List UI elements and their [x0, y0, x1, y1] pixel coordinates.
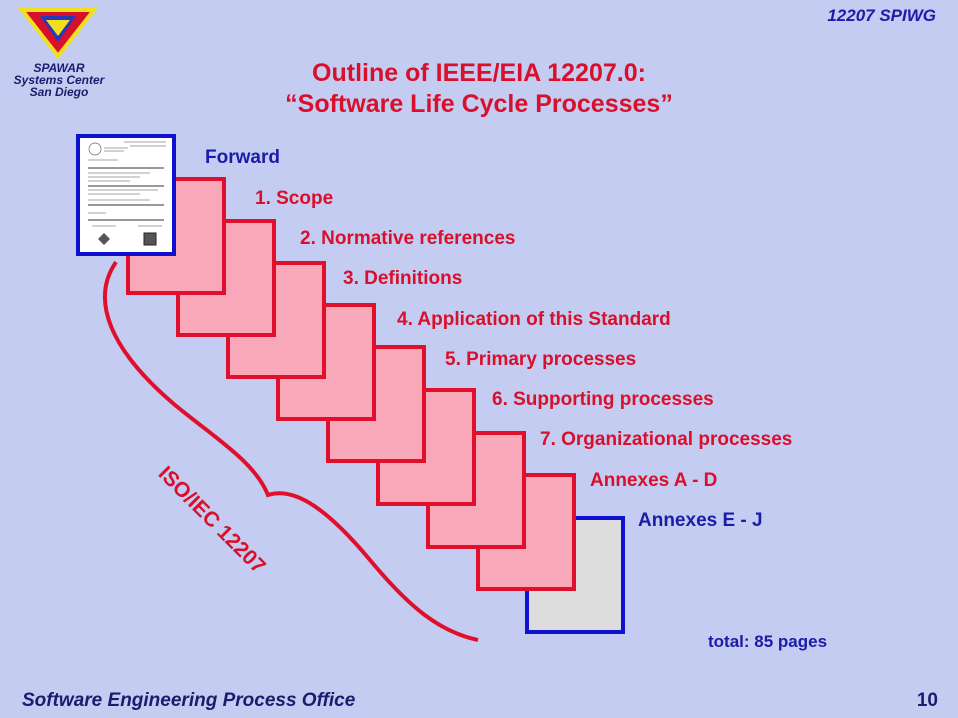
cover-thumbnail-details	[88, 141, 166, 227]
total-pages: total: 85 pages	[708, 632, 828, 651]
org-line-2: Systems Center	[13, 73, 105, 87]
org-line-1: SPAWAR	[33, 61, 85, 75]
label-annexes-e-j: Annexes E - J	[638, 510, 763, 531]
page-title-line-2: “Software Life Cycle Processes”	[285, 90, 673, 118]
org-line-3: San Diego	[29, 85, 89, 99]
page-title-line-1: Outline of IEEE/EIA 12207.0:	[312, 59, 646, 87]
label-section-6: 6. Supporting processes	[492, 389, 714, 410]
org-name: SPAWAR Systems Center San Diego	[4, 62, 114, 98]
label-section-2: 2. Normative references	[300, 228, 516, 249]
label-section-5: 5. Primary processes	[445, 349, 637, 370]
cover-square-mark	[143, 232, 157, 246]
page-cover	[76, 134, 176, 256]
footer-office: Software Engineering Process Office	[22, 690, 356, 711]
header-label: 12207 SPIWG	[827, 6, 936, 25]
label-forward: Forward	[205, 147, 280, 168]
label-annexes-a-d: Annexes A - D	[590, 470, 718, 491]
label-section-7: 7. Organizational processes	[540, 429, 793, 450]
iso-brace	[102, 260, 479, 642]
page-number: 10	[916, 690, 938, 711]
label-section-3: 3. Definitions	[343, 268, 463, 289]
cover-diamond-mark	[98, 233, 110, 245]
label-section-4: 4. Application of this Standard	[397, 309, 671, 330]
spawar-logo	[18, 8, 98, 60]
label-section-1: 1. Scope	[255, 188, 334, 209]
